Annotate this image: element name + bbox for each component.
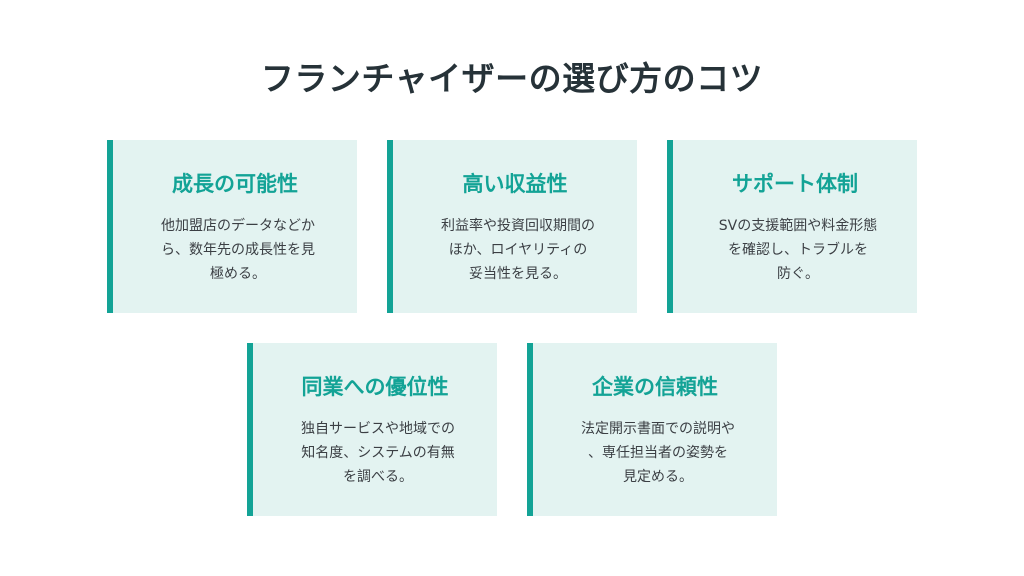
card-description: 法定開示書面での説明や 、専任担当者の姿勢を 見定める。 xyxy=(581,421,735,485)
card-title: 企業の信頼性 xyxy=(592,375,718,399)
card-title: 高い収益性 xyxy=(462,172,568,196)
card-description: 他加盟店のデータなどか ら、数年先の成長性を見 極める。 xyxy=(161,218,315,282)
tip-card-competitive-advantage: 同業への優位性 独自サービスや地域での 知名度、システムの有無 を調べる。 xyxy=(247,343,497,516)
card-title: サポート体制 xyxy=(732,172,858,196)
page-title: フランチャイザーの選び方のコツ xyxy=(260,59,764,98)
tip-card-profitability: 高い収益性 利益率や投資回収期間の ほか、ロイヤリティの 妥当性を見る。 xyxy=(387,140,637,313)
card-description: 独自サービスや地域での 知名度、システムの有無 を調べる。 xyxy=(301,421,455,485)
card-description: SVの支援範囲や料金形態 を確認し、トラブルを 防ぐ。 xyxy=(718,218,878,282)
tip-card-support-system: サポート体制 SVの支援範囲や料金形態 を確認し、トラブルを 防ぐ。 xyxy=(667,140,917,313)
tip-card-growth-potential: 成長の可能性 他加盟店のデータなどか ら、数年先の成長性を見 極める。 xyxy=(107,140,357,313)
card-title: 成長の可能性 xyxy=(172,172,298,196)
card-description: 利益率や投資回収期間の ほか、ロイヤリティの 妥当性を見る。 xyxy=(441,218,595,282)
tip-card-reliability: 企業の信頼性 法定開示書面での説明や 、専任担当者の姿勢を 見定める。 xyxy=(527,343,777,516)
card-title: 同業への優位性 xyxy=(301,375,449,399)
